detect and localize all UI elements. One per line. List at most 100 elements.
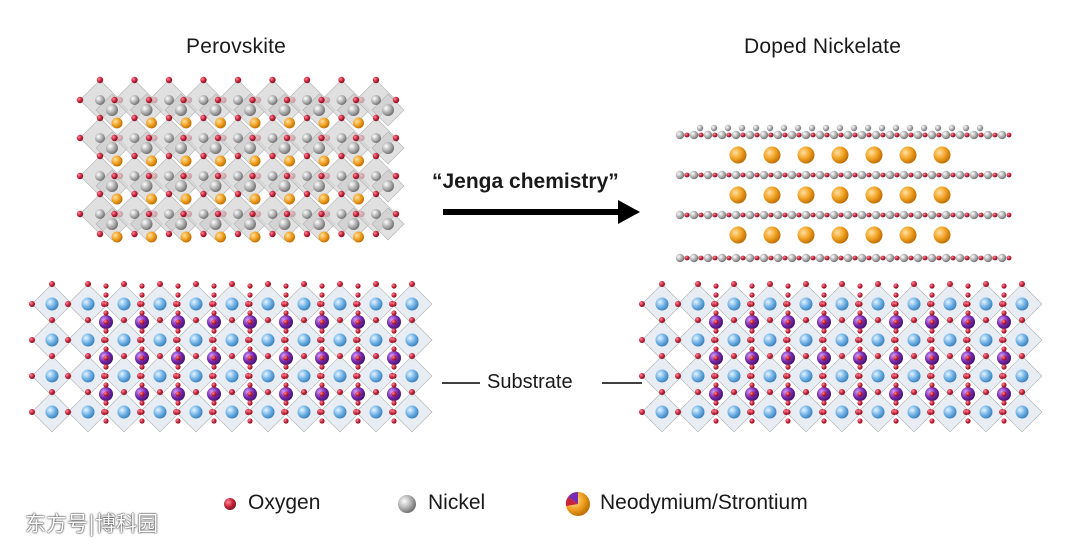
nickel-atom — [955, 130, 965, 140]
oxygen-atom — [857, 310, 863, 316]
nickel-atom — [843, 170, 853, 180]
oxygen-atom — [355, 301, 361, 307]
nickel-atom — [815, 253, 825, 263]
oxygen-atom — [893, 283, 899, 289]
oxygen-atom — [731, 281, 737, 287]
oxygen-atom — [992, 255, 998, 261]
nickel-atom — [759, 170, 769, 180]
oxygen-atom — [139, 283, 145, 289]
oxygen-atom — [796, 132, 802, 138]
oxygen-atom — [175, 346, 181, 352]
nickel-atom — [106, 180, 118, 192]
nickel-atom — [857, 130, 867, 140]
nickel-atom — [302, 95, 312, 105]
nickel-atom — [336, 171, 347, 181]
nickel-atom — [829, 253, 839, 263]
oxygen-atom — [392, 96, 400, 104]
oxygen-atom — [964, 132, 970, 138]
oxygen-atom — [839, 389, 845, 395]
oxygen-atom — [893, 382, 899, 388]
nickel-atom — [836, 124, 844, 132]
nickel-atom — [717, 170, 727, 180]
oxygen-atom — [857, 364, 863, 370]
oxygen-atom — [338, 76, 345, 84]
oxygen-atom — [821, 355, 827, 361]
nickel-atom — [857, 210, 867, 220]
oxygen-atom — [857, 328, 863, 334]
neodymium-atom — [146, 117, 157, 129]
oxygen-atom — [392, 134, 400, 142]
substrate-ion — [979, 333, 993, 347]
substrate-ion — [333, 369, 347, 383]
nickel-atom — [822, 124, 830, 132]
nickel-atom — [969, 130, 979, 140]
nickel-atom — [843, 130, 853, 140]
nickel-atom — [969, 253, 979, 263]
left-substrate — [29, 281, 433, 433]
oxygen-atom — [211, 409, 217, 415]
oxygen-atom — [785, 373, 791, 379]
oxygen-atom — [249, 210, 256, 218]
oxygen-atom — [283, 210, 291, 218]
oxygen-atom — [698, 172, 704, 178]
oxygen-atom — [857, 400, 863, 406]
oxygen-atom — [857, 382, 863, 388]
oxygen-atom — [121, 317, 127, 323]
nickel-atom — [106, 142, 118, 154]
oxygen-atom — [165, 230, 173, 238]
oxygen-atom — [929, 373, 935, 379]
nickel-atom — [892, 124, 900, 132]
oxygen-atom — [821, 373, 827, 379]
oxygen-atom — [139, 364, 145, 370]
oxygen-atom — [639, 409, 645, 415]
oxygen-atom — [76, 134, 84, 142]
oxygen-atom — [283, 346, 289, 352]
nickel-atom — [140, 104, 153, 116]
oxygen-atom — [893, 409, 899, 415]
substrate-ion — [1015, 333, 1029, 347]
substrate-ion — [225, 297, 239, 311]
nickel-atom — [95, 209, 105, 219]
nickel-atom — [209, 104, 222, 116]
oxygen-atom — [857, 373, 863, 379]
oxygen-atom — [768, 132, 774, 138]
nickel-atom — [962, 124, 970, 132]
nickel-atom — [941, 170, 951, 180]
oxygen-atom — [49, 353, 55, 359]
oxygen-atom — [749, 283, 755, 289]
substrate-ion — [333, 297, 347, 311]
oxygen-atom — [229, 281, 235, 287]
oxygen-atom — [103, 373, 109, 379]
oxygen-atom — [880, 172, 886, 178]
nickel-atom — [745, 253, 755, 263]
nickel-atom — [717, 130, 727, 140]
neodymium-atom — [249, 117, 261, 129]
neodymium-atom — [933, 186, 951, 204]
nickel-atom — [983, 170, 993, 180]
neodymium-atom — [215, 117, 226, 129]
nickel-atom — [689, 210, 699, 220]
oxygen-atom — [319, 346, 325, 352]
nickel-atom — [871, 170, 881, 180]
oxygen-atom — [684, 212, 690, 218]
oxygen-atom — [785, 418, 791, 424]
nickel-atom — [885, 210, 895, 220]
neodymium-atom — [284, 231, 295, 243]
oxygen-atom — [214, 210, 222, 218]
oxygen-atom — [754, 172, 760, 178]
oxygen-atom — [821, 382, 827, 388]
nickel-atom — [689, 130, 699, 140]
substrate-ion — [763, 333, 777, 347]
oxygen-atom — [824, 212, 830, 218]
oxygen-atom — [131, 190, 138, 198]
oxygen-atom — [145, 96, 153, 104]
oxygen-atom — [211, 418, 217, 424]
oxygen-atom — [175, 283, 181, 289]
oxygen-atom — [754, 132, 760, 138]
oxygen-atom — [29, 373, 35, 379]
nickel-atom — [773, 170, 783, 180]
nickel-atom — [731, 170, 741, 180]
oxygen-atom — [214, 172, 222, 180]
oxygen-atom — [947, 389, 953, 395]
oxygen-atom — [283, 292, 289, 298]
